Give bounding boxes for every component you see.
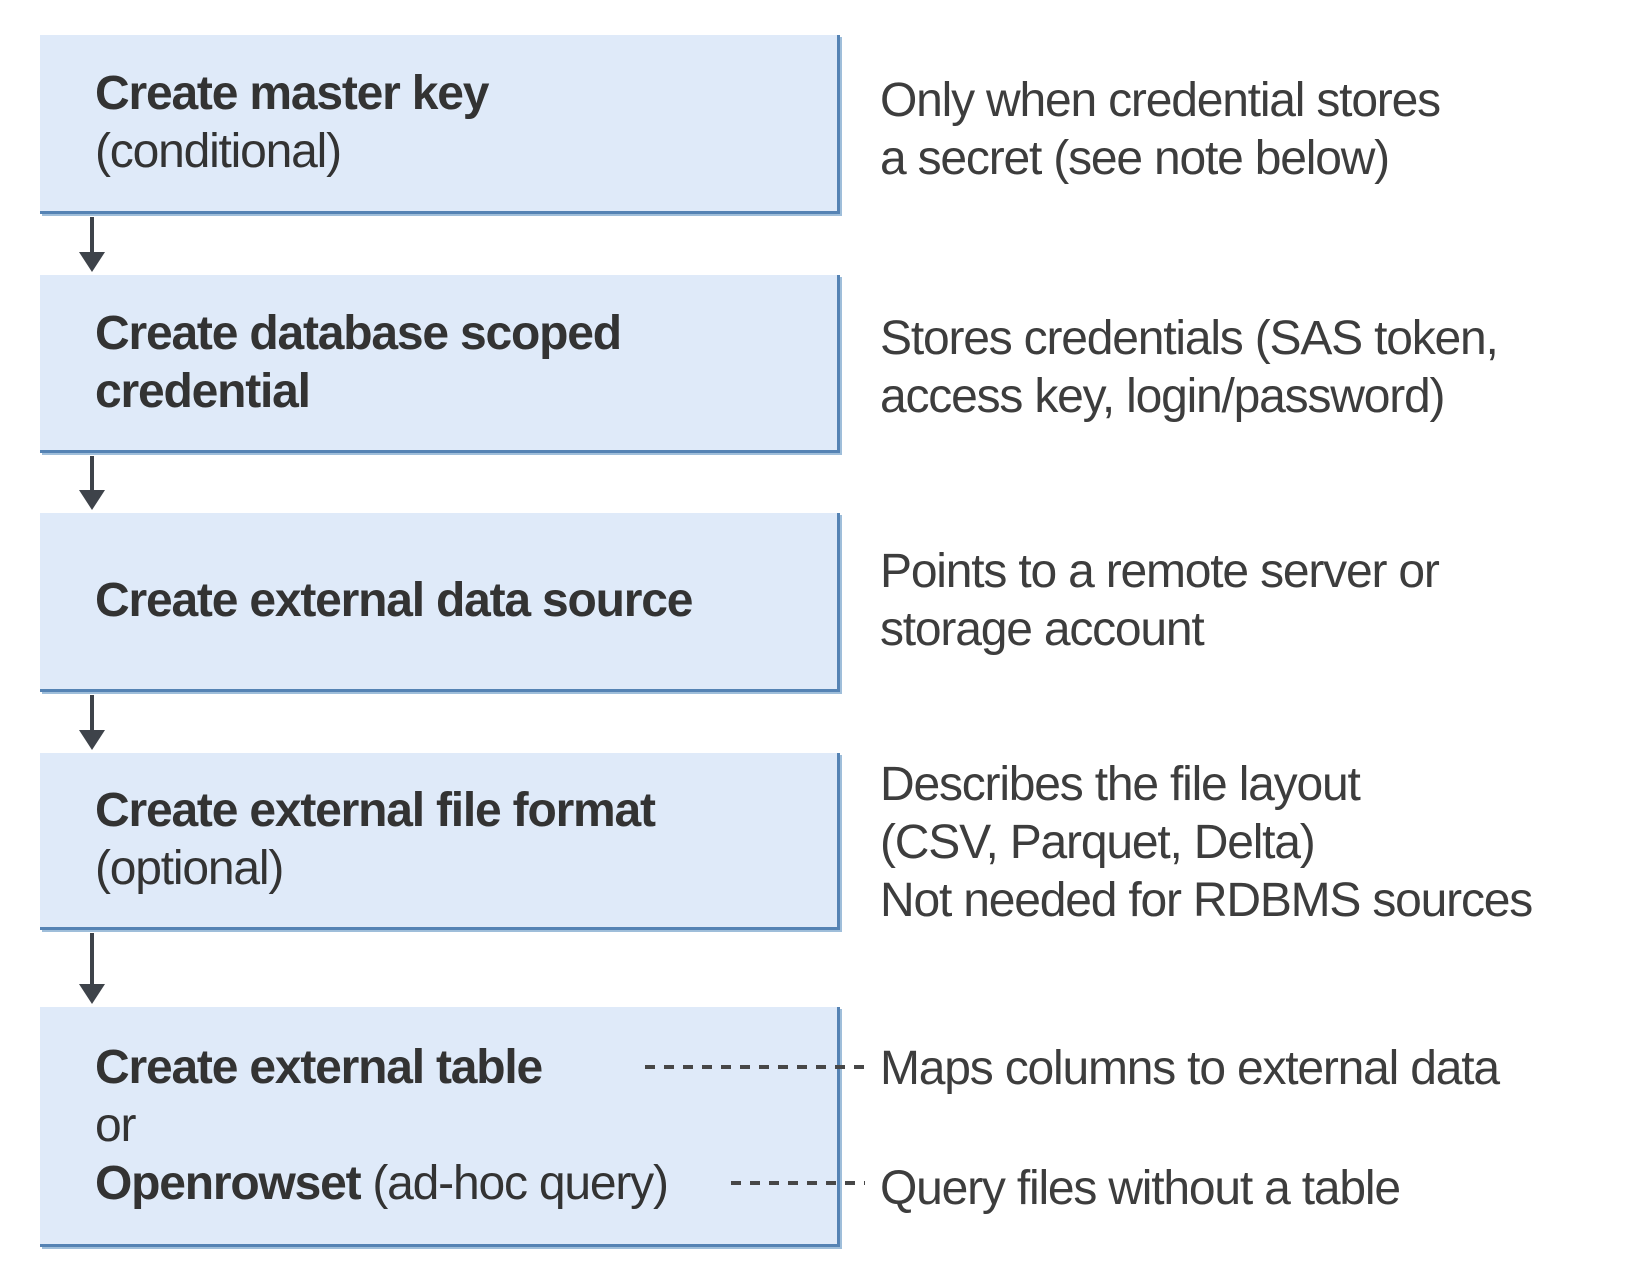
arrow-stem [90, 456, 94, 490]
arrow-head [79, 730, 105, 750]
step-box-create-master-key: Create master key (conditional) [40, 35, 840, 214]
arrow-stem [90, 217, 94, 252]
arrow-stem [90, 695, 94, 730]
step-box-create-external-file-format: Create external file format (optional) [40, 753, 840, 930]
step-qualifier: (conditional) [95, 125, 342, 178]
step-option-b-line: Openrowset(ad-hoc query) [95, 1155, 837, 1213]
arrow-head [79, 490, 105, 510]
step-qualifier: (optional) [95, 842, 284, 895]
annotation-scoped-credential: Stores credentials (SAS token, access ke… [880, 312, 1499, 423]
step-option-b-qualifier: (ad-hoc query) [372, 1156, 669, 1210]
annotation-data-source: Points to a remote server or storage acc… [880, 545, 1440, 656]
step-title: Create external data source [95, 574, 693, 627]
annotation-file-format: Describes the file layout (CSV, Parquet,… [880, 758, 1533, 927]
step-option-a: Create external table [95, 1040, 543, 1094]
flow-arrow-down-icon [79, 456, 105, 510]
step-box-create-external-table-or-openrowset: Create external table or Openrowset(ad-h… [40, 1007, 840, 1247]
annotation-openrowset: Query files without a table [880, 1162, 1401, 1215]
step-box-create-database-scoped-credential: Create database scoped credential [40, 275, 840, 453]
arrow-stem [90, 933, 94, 984]
dashed-connector-external-table [645, 1065, 867, 1069]
arrow-head [79, 984, 105, 1004]
step-title: Create external file format [95, 784, 656, 837]
arrow-head [79, 252, 105, 272]
step-option-b: Openrowset [95, 1156, 362, 1210]
step-box-create-external-data-source: Create external data source [40, 513, 840, 692]
annotation-external-table: Maps columns to external data [880, 1042, 1500, 1095]
step-title: Create master key [95, 67, 489, 120]
step-option-separator: or [95, 1098, 136, 1152]
dashed-connector-openrowset [731, 1181, 865, 1185]
flow-arrow-down-icon [79, 695, 105, 750]
flow-arrow-down-icon [79, 933, 105, 1004]
flow-arrow-down-icon [79, 217, 105, 272]
step-title: Create database scoped credential [95, 306, 622, 418]
annotation-master-key: Only when credential stores a secret (se… [880, 74, 1441, 185]
